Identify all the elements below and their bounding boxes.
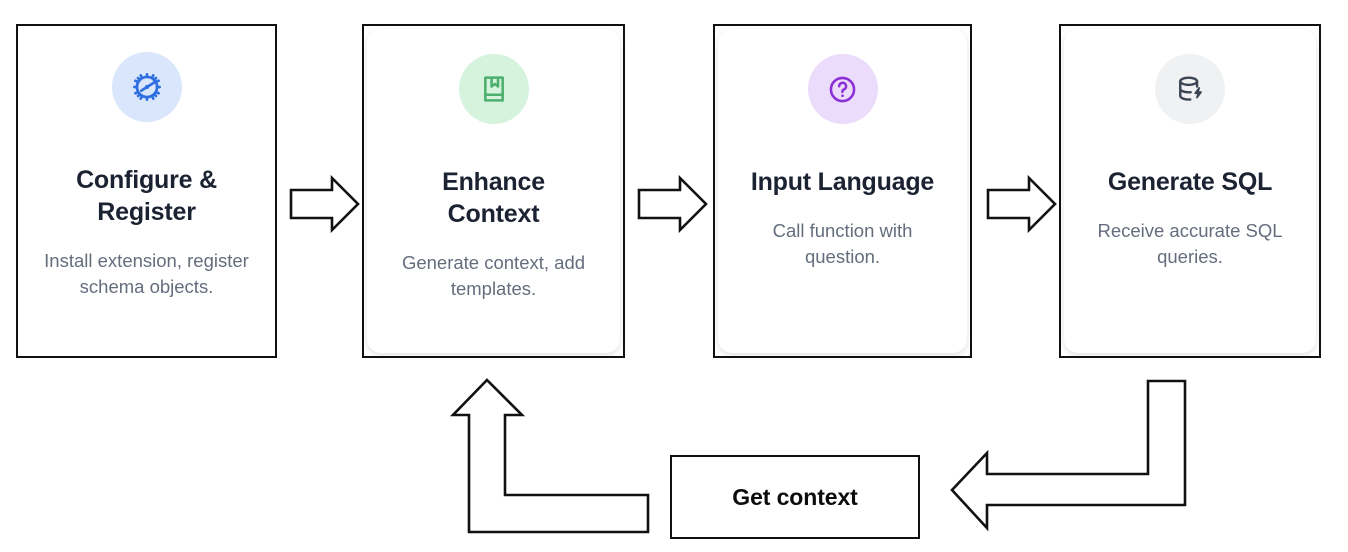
flow-arrow-1-to-2 <box>289 174 360 234</box>
step-card-configure-register: Configure & Register Install extension, … <box>16 24 277 358</box>
step-title: Configure & Register <box>76 166 217 226</box>
flow-arrow-2-to-3 <box>637 174 708 234</box>
book-bookmark-icon <box>478 73 510 105</box>
step-card-enhance-context: Enhance Context Generate context, add te… <box>362 24 625 358</box>
get-context-box: Get context <box>670 455 920 539</box>
step-title: Input Language <box>750 168 935 196</box>
feedback-arrow-to-enhance-context <box>449 378 650 534</box>
feedback-arrow-to-get-context <box>950 379 1187 532</box>
database-bolt-icon <box>1174 73 1206 105</box>
step-card-input-language: Input Language Call function with questi… <box>713 24 972 358</box>
get-context-label: Get context <box>732 483 858 510</box>
step-description: Generate context, add templates. <box>401 252 586 300</box>
step-description: Receive accurate SQL queries. <box>1097 220 1283 268</box>
step-title: Enhance Context <box>442 168 545 228</box>
step-card-generate-sql: Generate SQL Receive accurate SQL querie… <box>1059 24 1321 358</box>
step-title: Generate SQL <box>1107 168 1273 196</box>
question-circle-icon <box>826 73 859 106</box>
gear-icon-badge <box>111 52 182 122</box>
book-bookmark-icon-badge <box>458 54 529 124</box>
gear-icon <box>130 70 164 104</box>
question-circle-icon-badge <box>807 54 878 124</box>
step-description: Call function with question. <box>772 220 913 268</box>
flow-arrow-3-to-4 <box>986 174 1057 234</box>
database-bolt-icon-badge <box>1155 54 1225 124</box>
step-description: Install extension, register schema objec… <box>44 250 249 298</box>
